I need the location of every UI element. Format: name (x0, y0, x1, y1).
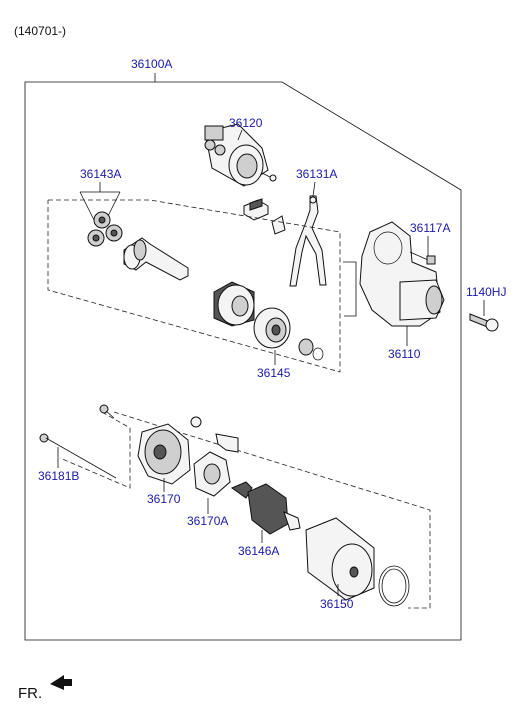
drive-shaft-part (123, 237, 189, 281)
group-bracket-lower-right (113, 411, 431, 609)
yoke-part (305, 517, 375, 601)
mounting-bolt-part (469, 313, 499, 332)
group-bracket-lower-left (59, 411, 131, 489)
label-36143A[interactable]: 36143A (80, 167, 121, 181)
label-36150[interactable]: 36150 (320, 597, 354, 611)
direction-label: FR. (18, 685, 42, 702)
shift-lever-part (289, 195, 327, 287)
group-bracket-upper (47, 199, 341, 373)
leader-36131A (312, 181, 316, 197)
front-direction-arrow-icon (50, 675, 72, 690)
label-36117A[interactable]: 36117A (410, 221, 450, 235)
leader-36120 (237, 129, 243, 141)
label-36145[interactable]: 36145 (257, 366, 291, 380)
o-ring-part (378, 565, 410, 607)
planetary-gears-part (87, 211, 123, 247)
screw-part (99, 404, 115, 419)
label-36110[interactable]: 36110 (388, 347, 421, 361)
front-housing-part (359, 221, 445, 327)
label-36170[interactable]: 36170 (147, 492, 181, 506)
label-36100A[interactable]: 36100A (131, 57, 172, 71)
label-36120[interactable]: 36120 (229, 116, 263, 130)
housing-bolt-part (409, 251, 436, 265)
label-36170A[interactable]: 36170A (187, 514, 228, 528)
clutch-part (213, 281, 255, 327)
label-36146A[interactable]: 36146A (238, 544, 279, 558)
label-36131A[interactable]: 36131A (296, 167, 337, 181)
label-36181B[interactable]: 36181B (38, 469, 79, 483)
solenoid-part (204, 123, 277, 187)
assembly-border (24, 81, 462, 641)
brush-holder-part (190, 416, 239, 497)
clip-part (243, 198, 286, 235)
label-1140HJ[interactable]: 1140HJ (466, 285, 506, 299)
armature-part (230, 481, 301, 535)
through-bolt-part (39, 433, 117, 479)
date-code: (140701-) (14, 24, 66, 38)
pinion-part (253, 307, 324, 361)
rear-cover-part (137, 423, 191, 485)
